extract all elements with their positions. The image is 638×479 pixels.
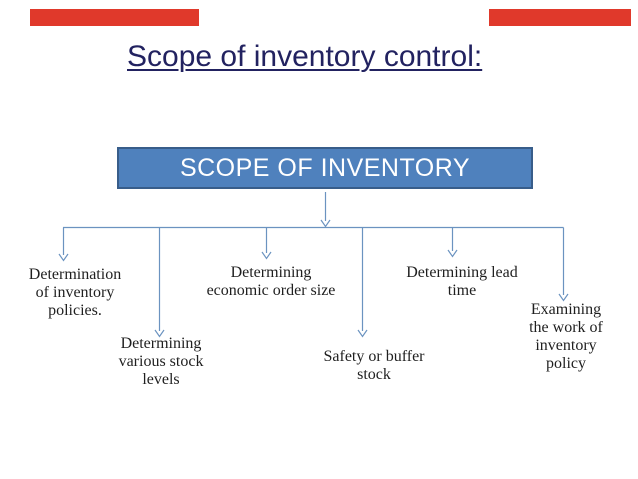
drop-arrowhead-2	[154, 329, 165, 338]
node-label-lead-time: Determining lead time	[406, 264, 518, 299]
root-arrowhead-icon	[320, 219, 331, 228]
node-label-examining-policy: Examining the work of inventory policy	[529, 301, 603, 372]
drop-arrowhead-4	[357, 329, 368, 338]
node-label-economic-order-size: Determining economic order size	[206, 264, 336, 299]
accent-bar-right	[489, 9, 631, 26]
drop-arrowhead-5	[447, 249, 458, 258]
drop-arrowhead-6	[558, 293, 569, 302]
accent-bar-left	[30, 9, 199, 26]
node-label-safety-buffer-stock: Safety or buffer stock	[323, 348, 425, 383]
node-label-stock-levels: Determining various stock levels	[118, 335, 204, 388]
scope-root-box: SCOPE OF INVENTORY	[117, 147, 533, 189]
slide-title: Scope of inventory control:	[127, 40, 483, 73]
drop-arrowhead-1	[58, 253, 69, 262]
scope-root-box-label: SCOPE OF INVENTORY	[179, 153, 471, 182]
node-label-inventory-policies: Determination of inventory policies.	[28, 266, 122, 319]
drop-arrowhead-3	[261, 251, 272, 260]
